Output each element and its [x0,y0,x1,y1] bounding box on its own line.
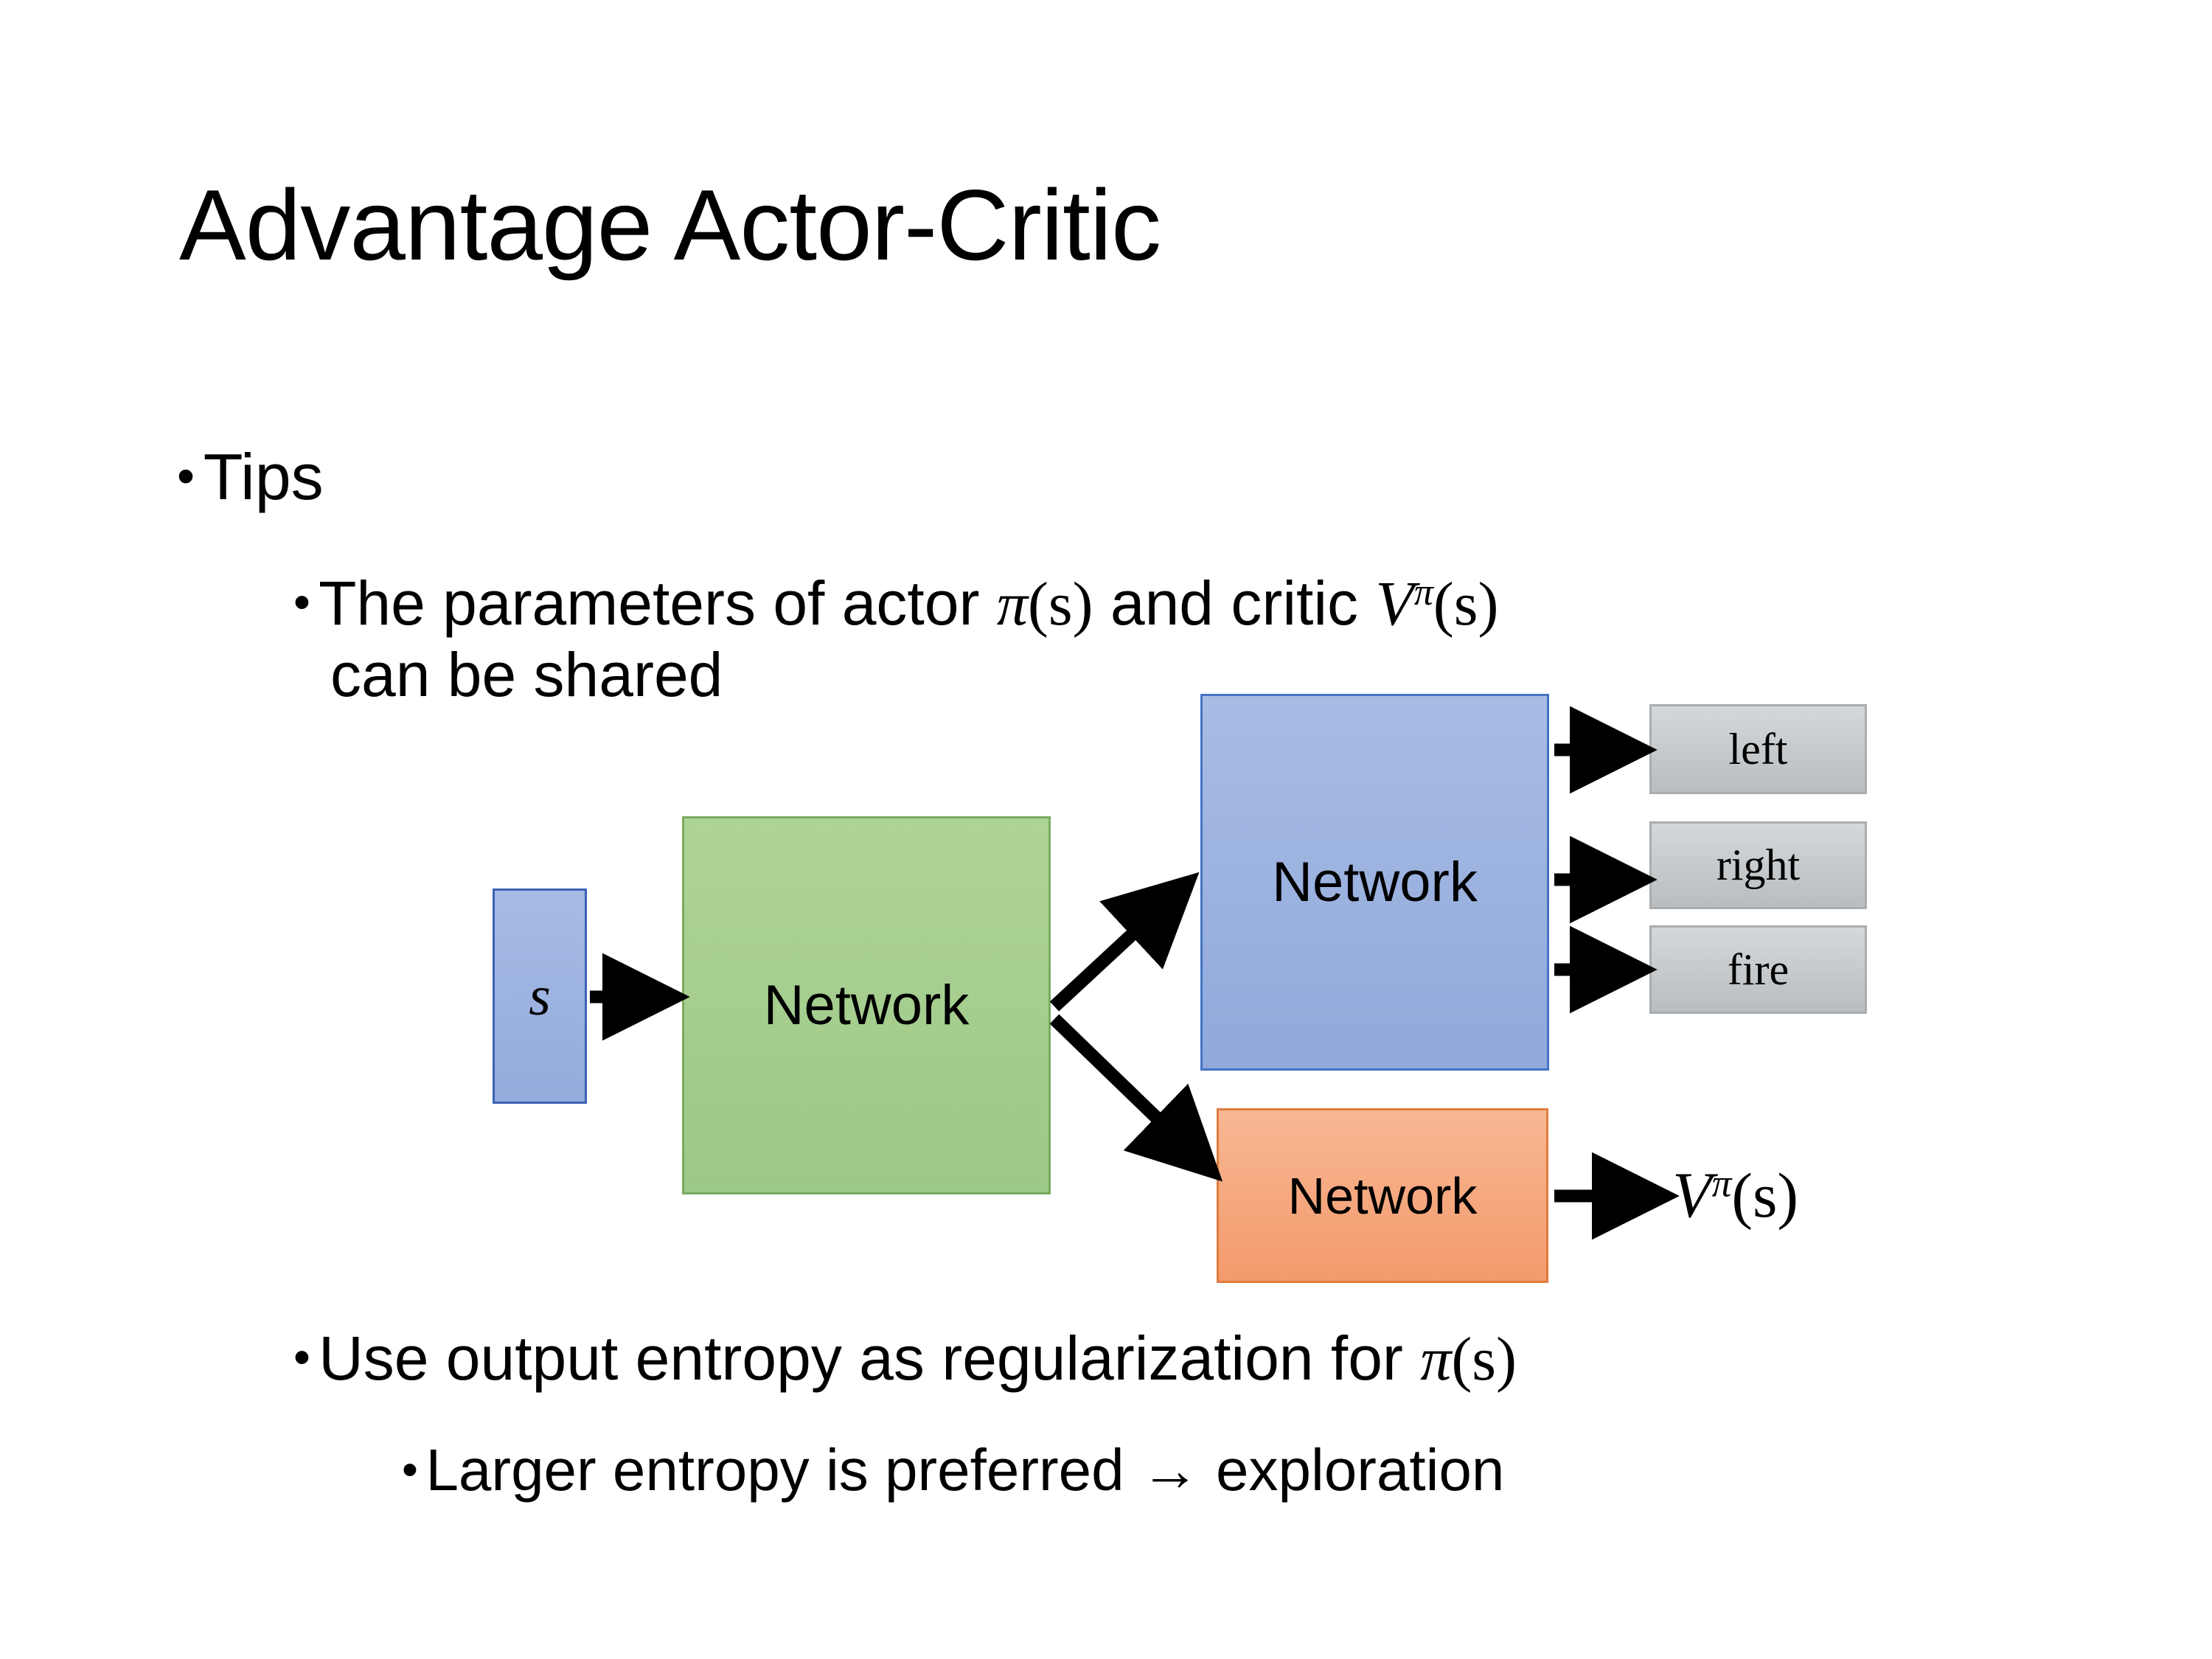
bullet-parameters-shared: •The parameters of actor π(s) and critic… [293,568,2078,711]
diagram-input-state-label: s [529,964,551,1027]
diagram-action-output-fire-label: fire [1727,945,1790,994]
bullet-larger-entropy: •Larger entropy is preferred → explorati… [402,1436,1504,1503]
math-pi-actor: π [996,570,1028,639]
diagram-action-output-left: left [1649,704,1867,794]
diagram-actor-network-label: Network [1272,851,1478,914]
diagram-critic-network-box: Network [1217,1108,1548,1283]
bullet-marker: • [293,575,310,630]
bullet-text-mid: and critic [1093,568,1376,638]
diagram-critic-network-label: Network [1287,1166,1478,1225]
math-entropy-args: (s) [1451,1325,1517,1394]
arrow-shared-to-critic [1049,1014,1223,1182]
bullet-tips-label: Tips [203,440,324,513]
page-title: Advantage Actor-Critic [179,169,1161,281]
bullet-marker: • [402,1444,418,1495]
math-actor-args: (s) [1027,570,1093,639]
diagram-action-output-fire: fire [1649,925,1867,1014]
math-critic-args: (s) [1433,570,1499,639]
math-pi-superscript-value: π [1711,1161,1732,1206]
math-pi-entropy: π [1420,1325,1452,1394]
diagram-shared-network-label: Network [763,974,970,1037]
bullet-marker: • [177,447,195,504]
math-V-critic: V [1375,568,1414,639]
math-pi-superscript: π [1413,571,1433,613]
bullet-parameters-shared-line1: •The parameters of actor π(s) and critic… [293,568,2078,640]
arrow-shared-to-actor [1049,872,1200,1012]
diagram-shared-network-box: Network [682,816,1051,1194]
diagram-value-output-label: Vπ(s) [1672,1158,1798,1232]
diagram-action-output-right-label: right [1716,841,1801,889]
diagram-action-output-right: right [1649,821,1867,909]
bullet-marker: • [293,1330,310,1385]
bullet-tips: •Tips [177,440,324,514]
math-value-args: (s) [1731,1160,1799,1231]
diagram-actor-network-box: Network [1200,694,1549,1071]
bullet-entropy-regularization: •Use output entropy as regularization fo… [293,1324,1517,1395]
diagram-action-output-left-label: left [1728,724,1788,773]
bullet-entropy-text: Use output entropy as regularization for [319,1324,1421,1393]
bullet-text-pre: The parameters of actor [319,568,997,638]
bullet-parameters-shared-line2: can be shared [330,639,723,709]
math-V-value: V [1672,1159,1712,1231]
bullet-larger-entropy-text: Larger entropy is preferred → exploratio… [425,1437,1505,1503]
diagram-input-state-box: s [493,888,587,1104]
